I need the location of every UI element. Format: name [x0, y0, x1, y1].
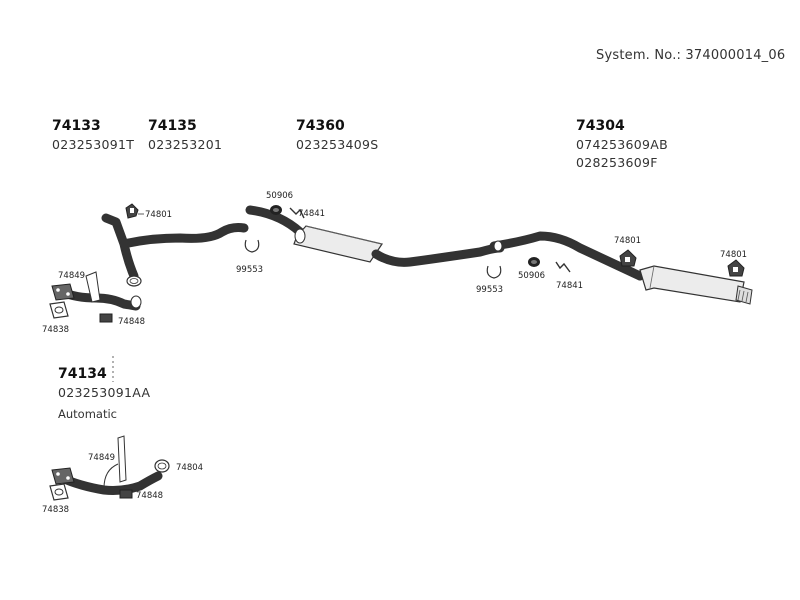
rear-silencer: [639, 265, 753, 305]
gasket-icon: [49, 483, 69, 501]
front-pipe-part-number: 74133: [52, 118, 101, 134]
intermediate-pipe-oe-number: 023253201: [148, 137, 223, 152]
bracket-icon: [289, 207, 305, 219]
callout-74804-auto: 74804: [176, 463, 203, 473]
callout-50906-1: 50906: [266, 191, 293, 201]
rubber-block-icon: [119, 489, 133, 499]
front-pipe-assembly: [51, 271, 142, 311]
rear-silencer-part-number: 74304: [576, 118, 625, 134]
callout-74848-front: 74848: [118, 317, 145, 327]
intermediate-pipe: [101, 213, 249, 287]
callout-74801-front: 74801: [145, 210, 172, 220]
front-pipe-oe-number: 023253091T: [52, 137, 135, 152]
centre-silencer-inlet-pipe: [245, 205, 305, 237]
callout-50906-2: 50906: [518, 271, 545, 281]
pipe-clamp-icon: [486, 265, 502, 279]
sealing-ring-icon: [270, 205, 282, 215]
automatic-front-pipe-assembly: [51, 435, 170, 495]
rear-silencer-oe-number-1: 074253609AB: [576, 137, 669, 152]
callout-74838-front: 74838: [42, 325, 69, 335]
callout-99553-2: 99553: [476, 285, 503, 295]
bracket-icon: [555, 261, 571, 273]
rubber-mount-icon: [619, 249, 637, 267]
sealing-ring-icon: [528, 257, 540, 267]
callout-74838-auto: 74838: [42, 505, 69, 515]
callout-74801-rear-2: 74801: [720, 250, 747, 260]
callout-74849-auto: 74849: [88, 453, 115, 463]
callout-74841-2: 74841: [556, 281, 583, 291]
automatic-front-pipe-part-number: 74134: [58, 366, 107, 382]
callout-74841-1: 74841: [298, 209, 325, 219]
callout-99553-1: 99553: [236, 265, 263, 275]
gasket-icon: [49, 301, 69, 319]
callout-74801-rear-1: 74801: [614, 236, 641, 246]
centre-silencer-part-number: 74360: [296, 118, 345, 134]
intermediate-pipe-part-number: 74135: [148, 118, 197, 134]
rear-silencer-oe-number-2: 028253609F: [576, 155, 658, 170]
rear-pipe: [489, 231, 645, 281]
connecting-pipe: [371, 243, 505, 267]
automatic-front-pipe-oe-number: 023253091AA: [58, 385, 151, 400]
automatic-note: Automatic: [58, 407, 117, 421]
centre-silencer: [293, 225, 383, 263]
rubber-block-icon: [99, 313, 113, 323]
rubber-mount-icon: [727, 259, 745, 277]
pipe-clamp-icon: [244, 239, 260, 253]
callout-74849-front: 74849: [58, 271, 85, 281]
callout-74848-auto: 74848: [136, 491, 163, 501]
system-number: System. No.: 374000014_06: [596, 48, 786, 63]
rubber-mount-icon: [125, 203, 144, 219]
centre-silencer-oe-number: 023253409S: [296, 137, 379, 152]
